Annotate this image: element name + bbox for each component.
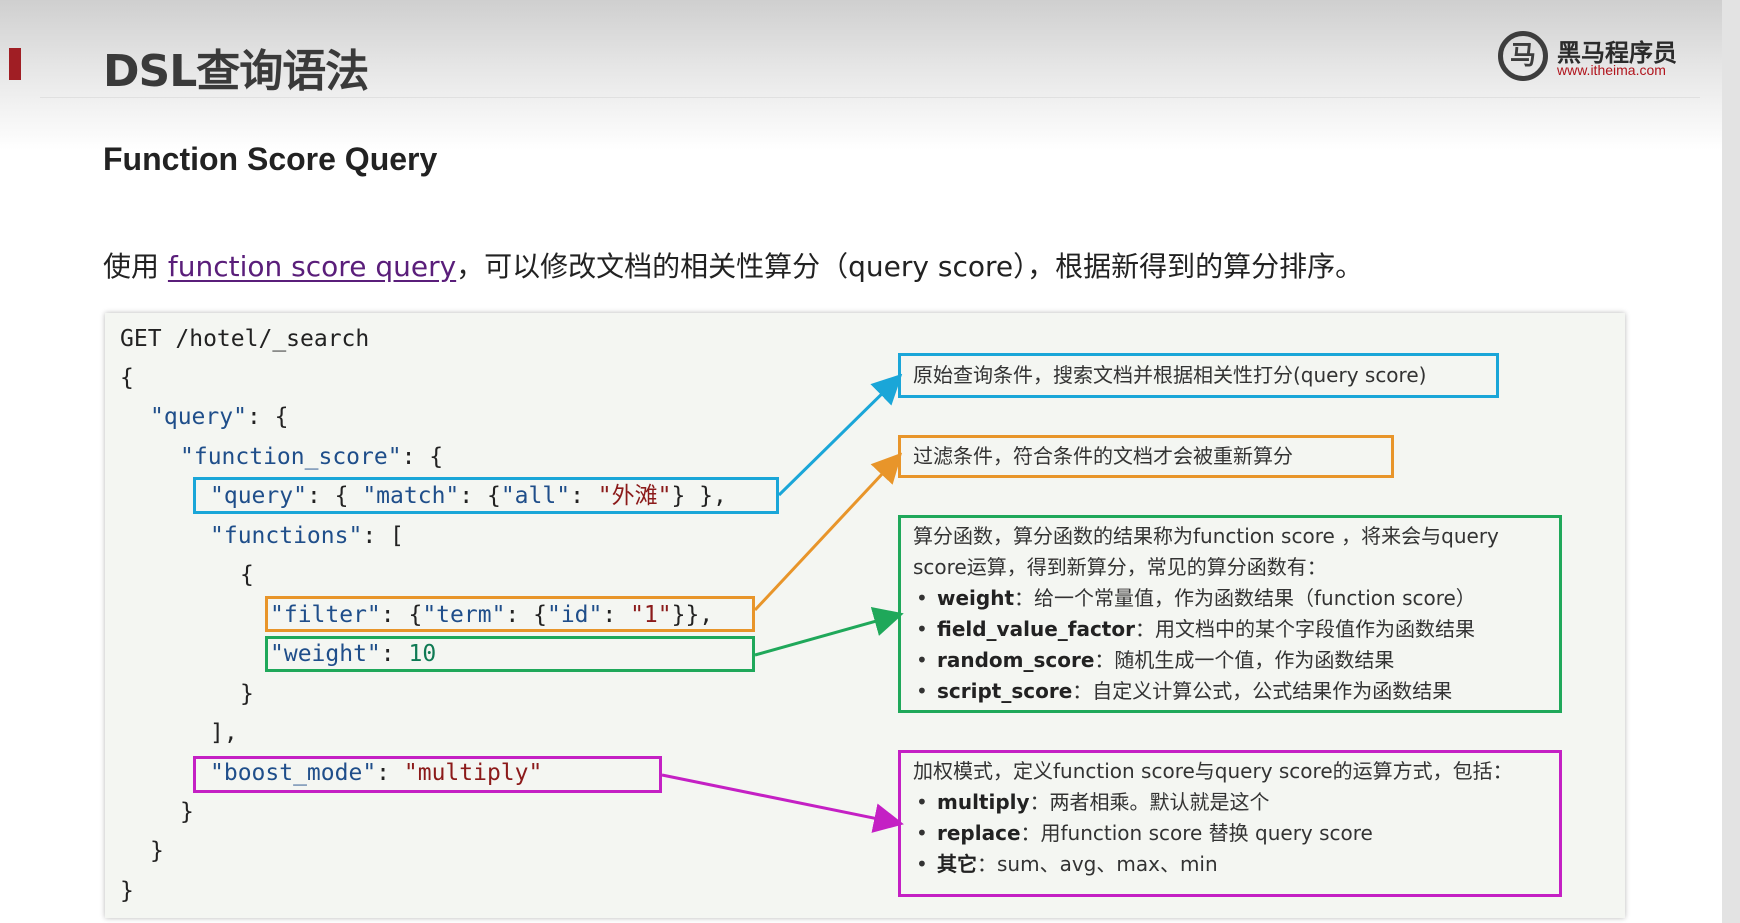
code-line-functions: "functions": [: [210, 523, 404, 549]
list-item: random_score：随机生成一个值，作为函数结果: [913, 645, 1547, 676]
note-filter: 过滤条件，符合条件的文档才会被重新算分: [898, 435, 1394, 478]
header-band: [0, 0, 1740, 150]
intro-prefix: 使用: [103, 250, 168, 283]
note-boost-mode: 加权模式，定义function score与query score的运算方式，包…: [898, 750, 1562, 897]
brand-logo: 马 黑马程序员 www.itheima.com: [1498, 27, 1678, 83]
list-item: field_value_factor：用文档中的某个字段值作为函数结果: [913, 614, 1547, 645]
code-line-open-brace: {: [120, 365, 134, 391]
note-boost-line1: 加权模式，定义function score与query score的运算方式，包…: [913, 759, 1513, 783]
note-query-text: 原始查询条件，搜索文档并根据相关性打分(query score): [913, 363, 1427, 387]
accent-bar: [9, 48, 21, 80]
note-query: 原始查询条件，搜索文档并根据相关性打分(query score): [898, 353, 1499, 398]
code-line-item-open: {: [240, 562, 254, 588]
code-line-filter: "filter": {"term": {"id": "1"}},: [270, 602, 714, 628]
highlight-boost-mode: [193, 756, 662, 793]
function-score-query-link[interactable]: function score query: [167, 250, 457, 283]
highlight-filter: [265, 596, 755, 632]
highlight-weight: [265, 636, 755, 672]
code-line-query: "query": {: [150, 404, 289, 430]
code-line-weight: "weight": 10: [270, 641, 437, 667]
section-title: Function Score Query: [103, 141, 438, 177]
code-line-close-brace: }: [120, 878, 134, 904]
intro-suffix: ，可以修改文档的相关性算分（query score），根据新得到的算分排序。: [456, 250, 1364, 283]
code-line-query-close: }: [150, 838, 164, 864]
note-functions-line1: 算分函数，算分函数的结果称为function score ，将来会与query: [913, 524, 1499, 548]
horse-logo-icon: 马: [1498, 31, 1548, 81]
code-line-inner-query: "query": { "match": {"all": "外滩"} },: [210, 483, 727, 509]
code-line-item-close: }: [240, 681, 254, 707]
page-title: DSL查询语法: [103, 46, 369, 97]
function-type-list: weight：给一个常量值，作为函数结果（function score） fie…: [913, 583, 1547, 707]
code-line-boost-mode: "boost_mode": "multiply": [210, 760, 543, 786]
list-item: script_score：自定义计算公式，公式结果作为函数结果: [913, 676, 1547, 707]
code-line-fs-close: }: [180, 799, 194, 825]
list-item: replace：用function score 替换 query score: [913, 818, 1547, 849]
boost-mode-list: multiply：两者相乘。默认就是这个 replace：用function s…: [913, 787, 1547, 880]
list-item: 其它：sum、avg、max、min: [913, 849, 1547, 880]
intro-paragraph: 使用 function score query，可以修改文档的相关性算分（que…: [103, 245, 1363, 285]
list-item: multiply：两者相乘。默认就是这个: [913, 787, 1547, 818]
highlight-query: [193, 477, 779, 514]
note-functions: 算分函数，算分函数的结果称为function score ，将来会与query …: [898, 515, 1562, 713]
logo-name: 黑马程序员: [1557, 39, 1677, 67]
note-functions-line2: score运算，得到新算分，常见的算分函数有：: [913, 555, 1327, 579]
note-filter-text: 过滤条件，符合条件的文档才会被重新算分: [913, 444, 1293, 468]
code-line-array-close: ],: [210, 720, 238, 746]
logo-url: www.itheima.com: [1557, 62, 1666, 78]
list-item: weight：给一个常量值，作为函数结果（function score）: [913, 583, 1547, 614]
code-line-function-score: "function_score": {: [180, 444, 444, 470]
header-divider: [40, 97, 1700, 98]
right-edge-strip: [1722, 0, 1740, 923]
code-line-request: GET /hotel/_search: [120, 326, 370, 352]
